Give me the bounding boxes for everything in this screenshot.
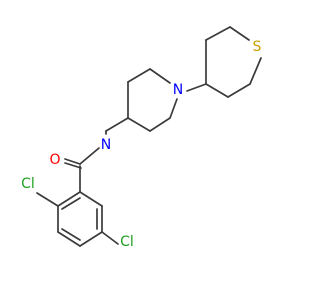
bond — [205, 26, 231, 41]
bond — [149, 117, 171, 132]
bond — [61, 197, 81, 210]
bond — [229, 26, 250, 41]
chlorine-atom-label: Cl — [21, 176, 35, 192]
sulfur-atom-label: S — [253, 39, 262, 55]
bond — [127, 117, 151, 132]
bond — [149, 68, 171, 84]
bond — [64, 158, 81, 165]
bond — [61, 228, 81, 241]
bond — [101, 231, 119, 245]
amide-nitrogen-label: N — [101, 137, 111, 153]
bond — [79, 231, 103, 247]
bond — [127, 68, 151, 83]
bond — [186, 83, 207, 92]
bond — [79, 191, 103, 207]
bond — [36, 192, 59, 207]
bond — [227, 83, 251, 98]
piperidine-ring — [127, 68, 178, 132]
bond — [169, 98, 178, 119]
bond — [64, 162, 82, 169]
bond — [57, 231, 81, 247]
chlorine-atom-label: Cl — [120, 234, 134, 250]
bond — [105, 117, 129, 132]
benzene-ring — [57, 191, 103, 247]
oxygen-atom-label: O — [49, 152, 60, 168]
bond — [57, 191, 81, 207]
molecule-structure-canvas: S N N O Cl Cl — [21, 26, 262, 250]
molecule-diagram: S N N O Cl Cl — [21, 26, 262, 250]
bond — [79, 147, 100, 165]
bond — [205, 83, 229, 98]
bond — [249, 57, 262, 85]
thiane-ring — [205, 26, 262, 98]
piperidine-nitrogen-label: N — [173, 82, 183, 98]
